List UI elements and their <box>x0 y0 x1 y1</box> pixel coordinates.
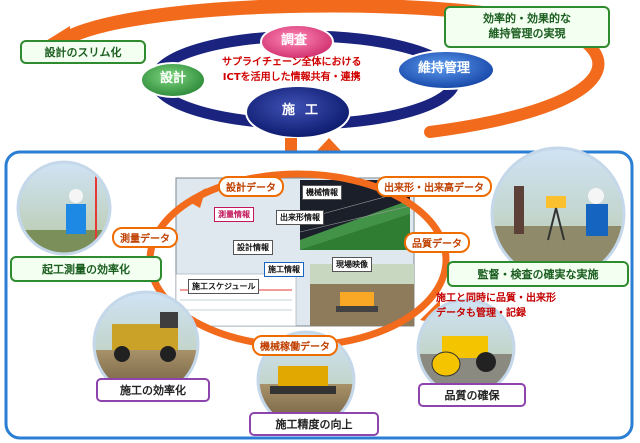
machine-info-box: 機械情報 <box>302 185 342 200</box>
simultaneous-record-note: 施工と同時に品質・出来形 データも管理・記録 <box>436 292 556 321</box>
chosa-label: 調査 <box>281 33 308 48</box>
chosa-node <box>260 24 334 60</box>
inspection-callout: 監督・検査の確実な実施 <box>447 261 629 287</box>
design-data-label: 設計データ <box>218 176 284 197</box>
photo-surveying-ring <box>16 160 112 256</box>
as-built-data-label: 出来形・出来高データ <box>376 176 492 197</box>
survey-efficiency-callout: 起工測量の効率化 <box>10 256 162 282</box>
seko-node <box>245 85 351 139</box>
simultaneous-record-line2: データも管理・記録 <box>436 307 526 319</box>
quality-data-label: 品質データ <box>404 232 470 253</box>
iji-kanri-node <box>397 50 495 90</box>
supply-chain-note-line2: ICTを活用した情報共有・連携 <box>222 71 361 83</box>
design-info-box: 設計情報 <box>233 240 273 255</box>
design-slim-callout: 設計のスリム化 <box>20 40 146 64</box>
efficient-maintenance-line2: 維持管理の実現 <box>488 27 566 40</box>
construction-efficiency-callout: 施工の効率化 <box>96 378 210 402</box>
sekkei-label: 設計 <box>160 71 187 86</box>
ict-screen-mockup <box>175 177 415 327</box>
machine-operation-data-label: 機械稼働データ <box>252 335 338 356</box>
supply-chain-note-line1: サプライチェーン全体における <box>222 57 362 68</box>
construction-info-box: 施工情報 <box>264 262 304 277</box>
iji-kanri-label: 維持管理 <box>418 61 471 76</box>
seko-label: 施工 <box>282 103 329 118</box>
as-built-info-box: 出来形情報 <box>276 210 324 225</box>
ring-arrowhead-1 <box>186 188 206 208</box>
site-video-box: 現場映像 <box>332 257 372 272</box>
supply-chain-note: サプライチェーン全体における ICTを活用した情報共有・連携 <box>222 56 362 85</box>
simultaneous-record-line1: 施工と同時に品質・出来形 <box>436 293 556 304</box>
quality-assurance-callout: 品質の確保 <box>418 383 526 407</box>
survey-data-label: 測量データ <box>112 227 178 248</box>
construction-accuracy-callout: 施工精度の向上 <box>249 412 379 436</box>
sekkei-node <box>140 62 206 98</box>
efficient-maintenance-callout: 効率的・効果的な 維持管理の実現 <box>444 6 610 48</box>
efficient-maintenance-line1: 効率的・効果的な <box>483 12 571 26</box>
construction-schedule-box: 施工スケジュール <box>188 279 260 294</box>
survey-info-box: 測量情報 <box>214 207 254 222</box>
